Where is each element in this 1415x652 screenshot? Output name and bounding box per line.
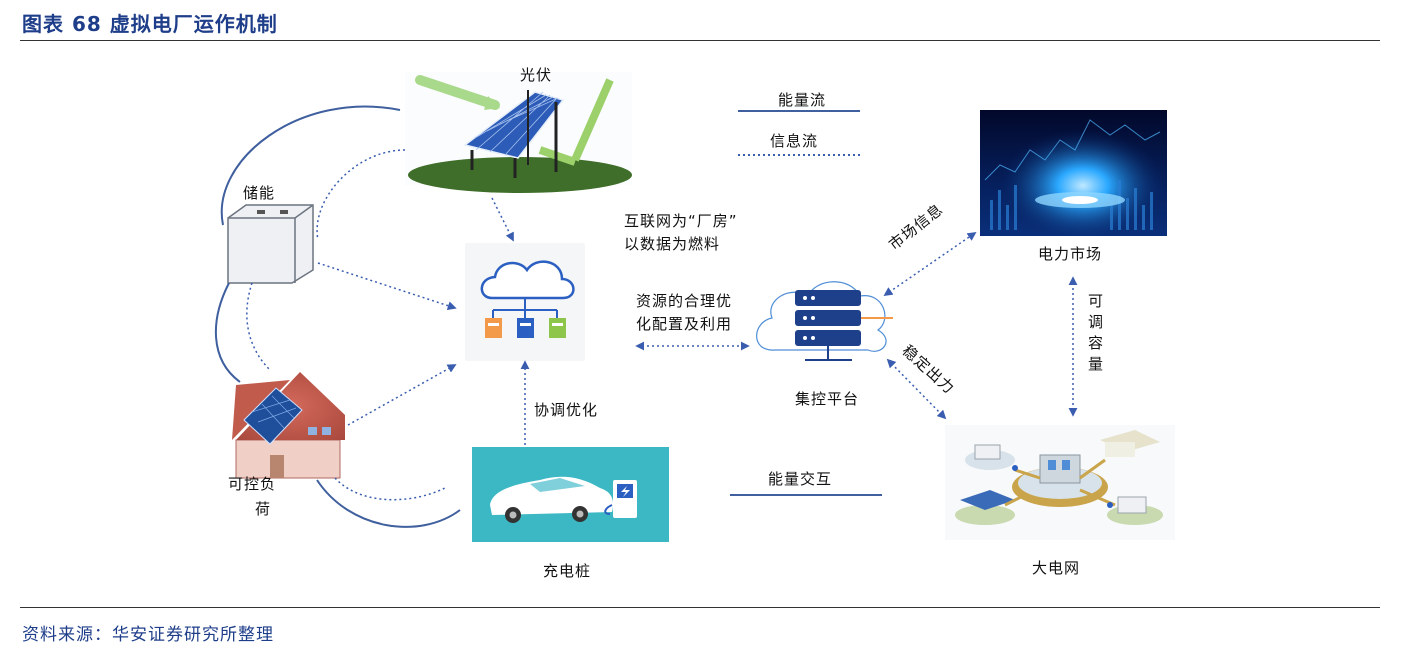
source-note: 资料来源：华安证券研究所整理 <box>22 625 274 645</box>
legend-energy-label: 能量流 <box>778 91 827 109</box>
coordinate-annotation: 协调优化 <box>534 401 599 419</box>
charger-label: 充电桩 <box>543 562 592 580</box>
grid-label: 大电网 <box>1032 559 1081 577</box>
adjustable-capacity-annotation: 可调容量 <box>1086 293 1104 377</box>
platform-illustration <box>756 281 893 361</box>
platform-label: 集控平台 <box>795 390 860 408</box>
solar-illustration <box>405 72 632 193</box>
legend-info-label: 信息流 <box>770 132 819 150</box>
battery-illustration <box>227 204 314 284</box>
load-label-line1: 可控负 <box>228 475 277 493</box>
charger-illustration <box>472 447 669 542</box>
cloud-illustration <box>465 243 585 361</box>
energy-exchange-annotation: 能量交互 <box>768 470 833 488</box>
internet-annotation-line1: 互联网为“厂房” <box>624 212 738 230</box>
optimize-annotation-line2: 化配置及利用 <box>636 315 733 333</box>
storage-label: 储能 <box>243 184 276 202</box>
market-label: 电力市场 <box>1038 245 1103 263</box>
bottom-divider <box>20 607 1380 608</box>
top-divider <box>20 40 1380 41</box>
market-illustration <box>980 110 1167 236</box>
load-label-line2: 荷 <box>255 500 272 518</box>
solar-label: 光伏 <box>520 66 553 84</box>
figure-title: 图表 68 虚拟电厂运作机制 <box>22 12 278 36</box>
house-illustration <box>232 372 345 479</box>
internet-annotation-line2: 以数据为燃料 <box>624 235 721 253</box>
grid-illustration <box>945 425 1175 540</box>
optimize-annotation-line1: 资源的合理优 <box>636 292 733 310</box>
